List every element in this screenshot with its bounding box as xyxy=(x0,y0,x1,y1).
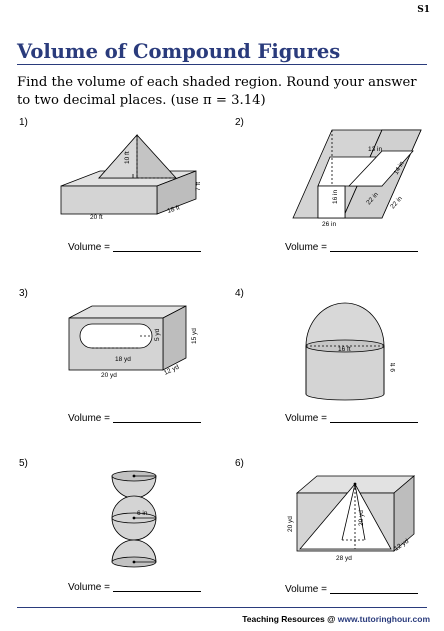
sheet-code: S1 xyxy=(417,5,430,15)
fig3-label-inner: 18 yd xyxy=(115,356,131,363)
volume-label-4: Volume = xyxy=(285,413,327,424)
footer-site[interactable]: www.tutoringhour.com xyxy=(337,614,430,624)
problem-1-number: 1) xyxy=(19,117,28,128)
answer-line-2[interactable] xyxy=(330,251,418,252)
problem-4-number: 4) xyxy=(235,288,244,299)
figure-5 xyxy=(111,470,157,568)
fig6-label-left: 20 yd xyxy=(287,516,294,532)
footer: Teaching Resources @ www.tutoringhour.co… xyxy=(242,614,430,624)
fig5-label-radius: 6 in xyxy=(137,510,148,517)
fig1-label-length: 20 ft xyxy=(90,214,103,221)
problem-6-number: 6) xyxy=(235,458,244,469)
figure-3 xyxy=(68,305,187,371)
fig3-label-radius: 5 yd xyxy=(154,328,161,341)
fig6-label-length: 28 yd xyxy=(336,555,352,562)
figure-2 xyxy=(292,129,422,219)
problem-2-number: 2) xyxy=(235,117,244,128)
volume-label-2: Volume = xyxy=(285,242,327,253)
fig1-label-height: 10 ft xyxy=(124,151,131,164)
fig1-label-side: 7 ft xyxy=(195,182,202,191)
fig6-label-pyramid: 20 yd xyxy=(358,510,365,526)
problem-5-number: 5) xyxy=(19,458,28,469)
footer-rule xyxy=(17,607,427,608)
fig4-label-diameter: 16 ft xyxy=(338,346,351,353)
fig4-label-height: 9 ft xyxy=(390,363,397,372)
answer-line-6[interactable] xyxy=(330,593,418,594)
volume-label-6: Volume = xyxy=(285,584,327,595)
answer-line-4[interactable] xyxy=(330,422,418,423)
answer-line-3[interactable] xyxy=(113,422,201,423)
fig2-label-top: 13 in xyxy=(368,146,382,153)
fig3-label-height: 15 yd xyxy=(191,328,198,344)
figure-6 xyxy=(295,475,416,552)
fig2-label-height: 16 in xyxy=(332,190,339,204)
figure-4 xyxy=(305,302,385,401)
volume-label-3: Volume = xyxy=(68,413,110,424)
volume-label-5: Volume = xyxy=(68,582,110,593)
answer-line-5[interactable] xyxy=(113,591,201,592)
problem-3-number: 3) xyxy=(19,288,28,299)
title-rule xyxy=(17,64,427,65)
page-title: Volume of Compound Figures xyxy=(17,40,341,63)
fig3-label-length: 20 yd xyxy=(101,372,117,379)
footer-prefix: Teaching Resources @ xyxy=(242,614,338,624)
fig1-label-depth: 18 ft xyxy=(166,204,180,215)
answer-line-1[interactable] xyxy=(113,251,201,252)
instructions: Find the volume of each shaded region. R… xyxy=(17,75,417,108)
figure-1 xyxy=(60,133,197,215)
volume-label-1: Volume = xyxy=(68,242,110,253)
fig2-label-base: 26 in xyxy=(322,221,336,228)
